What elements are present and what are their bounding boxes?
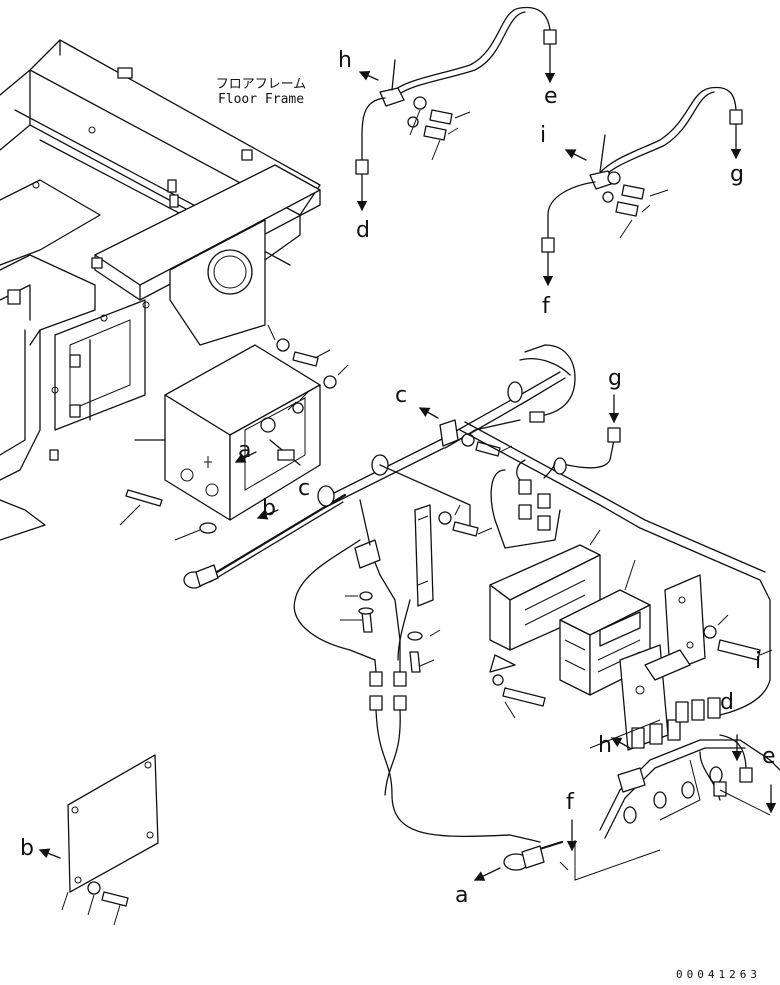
controller-unit <box>489 529 773 719</box>
main-harness <box>183 344 771 843</box>
harness-detail-i <box>541 86 743 287</box>
floor-frame-caption: フロアフレーム Floor Frame <box>206 77 316 107</box>
document-number: 00041263 <box>676 968 761 981</box>
harness-detail-h <box>355 6 557 212</box>
label-f-low: f <box>566 790 574 815</box>
label-i-top: i <box>540 123 547 148</box>
label-h-top: h <box>338 48 352 73</box>
label-i-low: i <box>755 649 762 674</box>
label-d-low: d <box>720 690 734 715</box>
label-a-low: a <box>455 883 469 908</box>
label-b-plate: b <box>20 836 34 861</box>
floor-frame-label-en: Floor Frame <box>217 92 305 107</box>
relay-connector-block <box>574 644 780 881</box>
cover-plate <box>38 754 159 926</box>
label-f-top: f <box>542 294 550 319</box>
label-e-low: e <box>762 744 776 769</box>
label-g-top: g <box>730 162 744 187</box>
label-e-top: e <box>544 84 558 109</box>
floor-frame-label-jp: フロアフレーム <box>215 77 307 92</box>
lower-harness <box>473 734 777 881</box>
label-c-mid: c <box>395 383 408 408</box>
label-a-box: a <box>238 438 252 463</box>
floor-frame <box>0 39 321 541</box>
label-c-box: c <box>298 476 311 501</box>
label-g-mid: g <box>608 366 622 391</box>
label-h-low: h <box>598 733 612 758</box>
control-box <box>119 324 349 541</box>
label-b-box: b <box>262 496 276 521</box>
label-d-top: d <box>356 218 370 243</box>
